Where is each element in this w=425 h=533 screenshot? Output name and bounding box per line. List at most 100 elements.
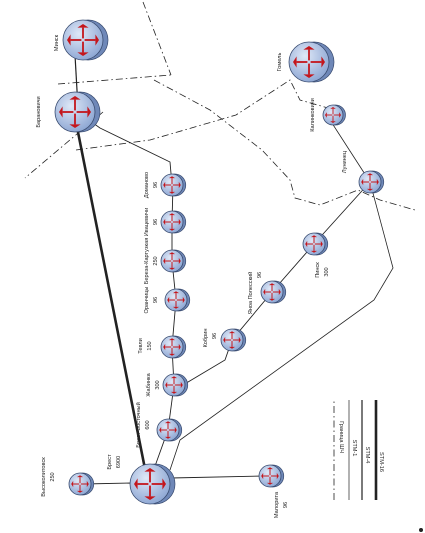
router-arrows-icon bbox=[261, 467, 279, 485]
node-label-vysokolitovsk: Высоколитовск bbox=[41, 457, 47, 497]
node-label-zhabinka: Жабинка bbox=[146, 372, 152, 396]
router-arrows-icon bbox=[293, 46, 325, 78]
router-arrows-icon bbox=[159, 421, 177, 439]
router-node-kobrin[interactable] bbox=[220, 328, 247, 352]
legend bbox=[333, 400, 378, 500]
router-icon bbox=[62, 19, 104, 61]
router-icon bbox=[302, 232, 326, 256]
router-icon bbox=[358, 170, 382, 194]
router-node-tevli[interactable] bbox=[160, 335, 187, 359]
router-node-bereza[interactable] bbox=[160, 249, 187, 273]
router-node-ivanovo[interactable] bbox=[260, 280, 287, 304]
node-value-brest-east: 600 bbox=[145, 420, 151, 429]
router-arrows-icon bbox=[223, 331, 241, 349]
node-label-brest-east: Брест-Восточный bbox=[135, 402, 142, 447]
node-label-kobrin: Кобрин bbox=[203, 329, 209, 348]
router-node-brest[interactable] bbox=[129, 463, 176, 505]
router-arrows-icon bbox=[325, 107, 341, 123]
router-node-minsk[interactable] bbox=[62, 19, 109, 61]
router-icon bbox=[160, 210, 184, 234]
router-arrows-icon bbox=[167, 291, 185, 309]
router-icon bbox=[160, 249, 184, 273]
router-node-brest-east[interactable] bbox=[156, 418, 183, 442]
node-label-kalinkovichi: Калинковичи bbox=[310, 98, 316, 132]
router-arrows-icon bbox=[71, 475, 89, 493]
router-arrows-icon bbox=[59, 96, 91, 128]
node-label-ivatsevichi: Ивацевичи bbox=[144, 208, 150, 236]
border-line bbox=[142, 1, 172, 76]
router-icon bbox=[162, 373, 186, 397]
router-arrows-icon bbox=[163, 176, 181, 194]
border-line bbox=[153, 79, 416, 211]
node-value-ivanovo: 96 bbox=[257, 272, 263, 278]
node-value-brest: 6900 bbox=[116, 456, 122, 468]
node-label-baranovichi: Барановичи bbox=[36, 96, 42, 127]
router-arrows-icon bbox=[163, 338, 181, 356]
links bbox=[72, 54, 394, 485]
router-arrows-icon bbox=[134, 468, 166, 500]
router-node-pinsk[interactable] bbox=[302, 232, 329, 256]
node-label-domanovo: Доманово bbox=[144, 172, 150, 198]
node-value-zhabinka: 300 bbox=[155, 380, 161, 389]
link-stm16 bbox=[72, 111, 150, 485]
legend-stm4-label: STM-4 bbox=[364, 447, 370, 464]
router-icon bbox=[260, 280, 284, 304]
router-icon bbox=[68, 472, 92, 496]
link-stm4 bbox=[85, 117, 173, 186]
router-node-ivatsevichi[interactable] bbox=[160, 210, 187, 234]
link-stm4 bbox=[170, 475, 266, 479]
legend-stm16-label: STM-16 bbox=[378, 452, 384, 472]
router-arrows-icon bbox=[165, 376, 183, 394]
node-label-luninets: Лунинец bbox=[342, 150, 348, 173]
node-label-malorita: Малорита bbox=[274, 491, 280, 518]
node-label-minsk: Минск bbox=[54, 34, 60, 51]
router-icon bbox=[288, 41, 330, 83]
node-value-vysokolitovsk: 250 bbox=[50, 472, 56, 481]
node-value-malorita: 96 bbox=[283, 502, 289, 508]
node-label-pinsk: Пинск bbox=[315, 262, 321, 278]
node-value-pinsk: 300 bbox=[324, 267, 330, 276]
legend-stm1-label: STM-1 bbox=[351, 440, 357, 457]
router-icon bbox=[322, 104, 344, 126]
router-node-malorita[interactable] bbox=[258, 464, 285, 488]
router-icon bbox=[164, 288, 188, 312]
router-arrows-icon bbox=[163, 213, 181, 231]
node-value-kobrin: 96 bbox=[212, 333, 218, 339]
node-label-gomel: Гомель bbox=[277, 53, 283, 72]
router-node-oranchitsy[interactable] bbox=[164, 288, 191, 312]
node-label-ivanovo: Яноа Полесский bbox=[247, 272, 254, 315]
router-icon bbox=[54, 91, 96, 133]
router-node-domanovo[interactable] bbox=[160, 173, 187, 197]
router-node-gomel[interactable] bbox=[288, 41, 335, 83]
node-label-bereza: Береза-Картузкая bbox=[144, 238, 150, 284]
border-line bbox=[75, 79, 329, 151]
border-line bbox=[57, 74, 172, 85]
node-value-ivatsevichi: 96 bbox=[153, 219, 159, 225]
link-stm4 bbox=[169, 181, 394, 471]
router-arrows-icon bbox=[361, 173, 379, 191]
router-icon bbox=[160, 173, 184, 197]
router-arrows-icon bbox=[163, 252, 181, 270]
router-icon bbox=[160, 335, 184, 359]
legend-labels: Граница ШЧ STM-1 STM-4 STM-16 bbox=[338, 421, 384, 472]
router-arrows-icon bbox=[263, 283, 281, 301]
link-stm4 bbox=[329, 119, 371, 183]
node-value-bereza: 250 bbox=[153, 256, 159, 265]
router-arrows-icon bbox=[67, 24, 99, 56]
node-value-oranchitsy: 96 bbox=[153, 297, 159, 303]
router-node-luninets[interactable] bbox=[358, 170, 385, 194]
router-node-zhabinka[interactable] bbox=[162, 373, 189, 397]
node-label-brest: Брест bbox=[107, 454, 113, 470]
node-label-tevli: Тевли bbox=[138, 338, 144, 353]
router-node-baranovichi[interactable] bbox=[54, 91, 101, 133]
nodes bbox=[54, 19, 385, 505]
page-dot bbox=[419, 528, 423, 532]
router-icon bbox=[129, 463, 171, 505]
labels: Минск Барановичи Гомель Калинковичи Луни… bbox=[36, 34, 348, 518]
router-node-kalinkovichi[interactable] bbox=[322, 104, 346, 126]
router-node-vysokolitovsk[interactable] bbox=[68, 472, 95, 496]
router-icon bbox=[156, 418, 180, 442]
router-icon bbox=[220, 328, 244, 352]
legend-border-label: Граница ШЧ bbox=[338, 421, 344, 453]
